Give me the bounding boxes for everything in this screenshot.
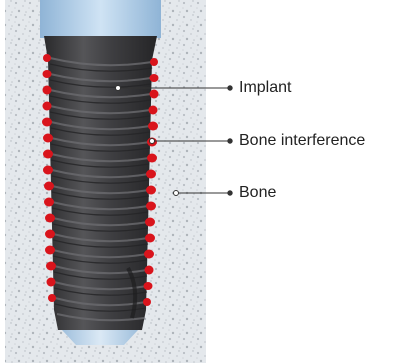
bone-label: Bone	[239, 184, 276, 202]
implant-body	[44, 36, 157, 330]
bone-interference-label: Bone interference	[239, 132, 365, 150]
abutment-top	[40, 0, 161, 38]
implant-label: Implant	[239, 79, 291, 97]
